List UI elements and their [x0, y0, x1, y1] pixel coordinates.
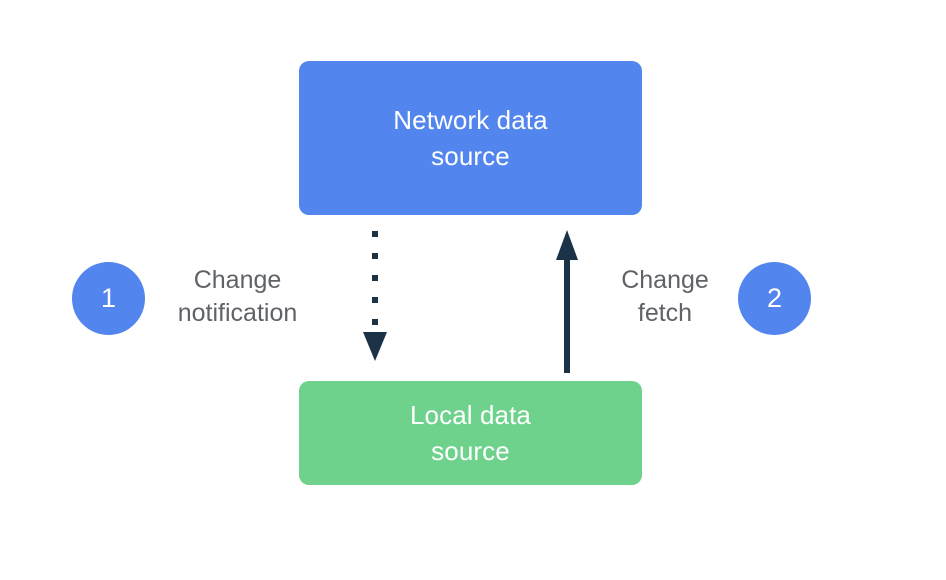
edge-label-change-fetch: Change fetch: [621, 266, 709, 327]
step-badge-1-number: 1: [100, 283, 117, 313]
edge-label-change-notification: Change notification: [177, 266, 298, 327]
arrow-change-notification-down: [363, 231, 387, 361]
node-local-data-source-label: Local data source: [410, 400, 531, 466]
step-badge-1[interactable]: 1: [72, 262, 145, 335]
node-local-data-source[interactable]: Local data source: [299, 381, 642, 485]
arrow-change-fetch-head-icon: [556, 230, 578, 260]
node-network-data-source[interactable]: Network data source: [299, 61, 642, 215]
node-network-data-source-label: Network data source: [393, 105, 548, 171]
step-badge-2-number: 2: [766, 283, 783, 313]
arrow-change-fetch-up: [556, 230, 578, 373]
arrow-change-notification-head-icon: [363, 332, 387, 361]
step-badge-2[interactable]: 2: [738, 262, 811, 335]
